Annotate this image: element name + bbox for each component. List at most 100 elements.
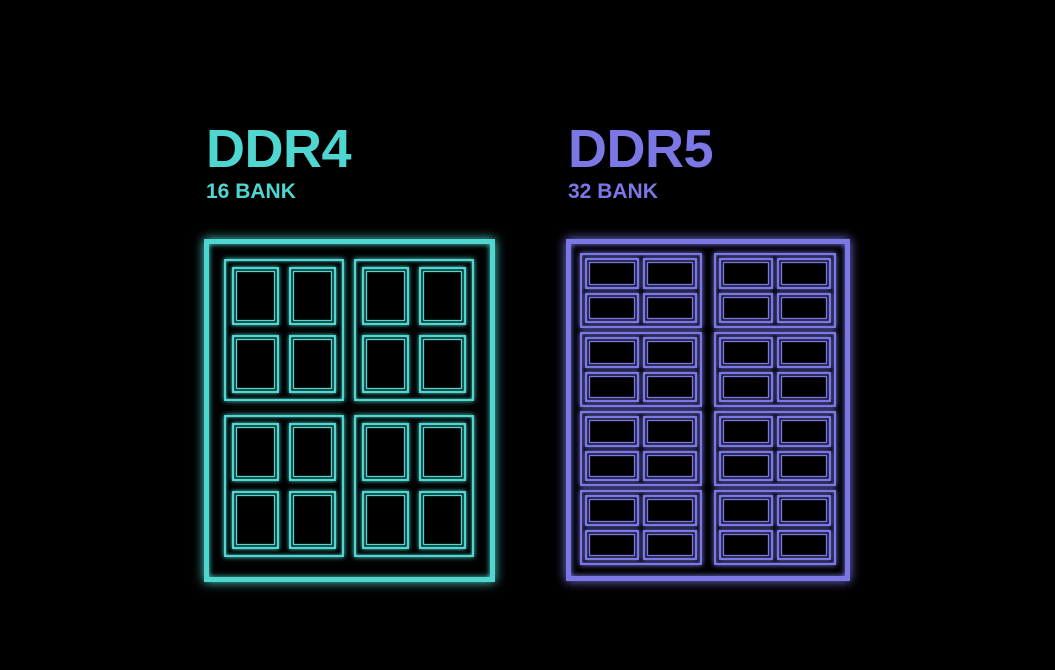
ddr5-bank-inner [723, 296, 769, 319]
ddr5-bank-inner [647, 262, 693, 285]
ddr5-bank-inner [647, 420, 693, 443]
ddr5-bank-inner [723, 499, 769, 522]
ddr5-bank [719, 337, 773, 368]
ddr5-bank-inner [723, 533, 769, 556]
ddr5-bank [719, 371, 773, 402]
ddr5-bank-inner [781, 341, 827, 364]
ddr4-bank [419, 491, 466, 549]
ddr4-bank-inner [293, 495, 332, 545]
ddr5-bank [719, 292, 773, 323]
ddr5-bank [719, 258, 773, 289]
ddr5-bank [643, 258, 697, 289]
ddr5-bank [777, 337, 831, 368]
ddr5-bank-inner [781, 262, 827, 285]
ddr4-bank-inner [293, 427, 332, 477]
ddr5-bank-inner [589, 262, 635, 285]
ddr5-bank-inner [647, 375, 693, 398]
ddr5-bank-group [714, 411, 836, 486]
ddr5-title: DDR5 [568, 119, 714, 179]
ddr4-bank [362, 491, 409, 549]
ddr5-bank-inner [723, 262, 769, 285]
ddr5-bank [777, 292, 831, 323]
ddr5-bank-inner [781, 533, 827, 556]
ddr4-bank-count: 16 BANK [206, 180, 296, 203]
ddr4-bank [419, 267, 466, 325]
ddr5-bank-inner [647, 499, 693, 522]
ddr4-bank-inner [236, 271, 275, 321]
ddr5-bank-inner [647, 296, 693, 319]
ddr5-bank [777, 258, 831, 289]
ddr5-bank-inner [723, 454, 769, 477]
ddr5-bank-group [580, 411, 702, 486]
ddr4-bank [419, 423, 466, 481]
ddr5-bank [719, 416, 773, 447]
ddr5-bank [643, 292, 697, 323]
ddr4-bank-inner [366, 271, 405, 321]
ddr5-bank-inner [647, 533, 693, 556]
ddr4-bank [232, 267, 279, 325]
ddr4-bank [289, 491, 336, 549]
ddr5-bank-inner [647, 341, 693, 364]
ddr4-bank-inner [366, 495, 405, 545]
ddr5-bank-inner [781, 296, 827, 319]
ddr5-bank [719, 529, 773, 560]
ddr4-bank-inner [236, 339, 275, 389]
ddr5-bank-inner [589, 533, 635, 556]
ddr5-bank-inner [723, 341, 769, 364]
ddr5-bank [585, 371, 639, 402]
ddr5-bank-inner [781, 375, 827, 398]
ddr4-bank-inner [293, 339, 332, 389]
ddr5-bank [585, 450, 639, 481]
ddr5-bank-group [580, 490, 702, 565]
ddr4-bank-group [354, 415, 474, 557]
ddr5-bank [585, 495, 639, 526]
ddr5-bank [777, 371, 831, 402]
ddr5-bank-inner [723, 420, 769, 443]
ddr4-bank [362, 267, 409, 325]
ddr5-bank [585, 292, 639, 323]
ddr5-bank [777, 416, 831, 447]
ddr5-bank [643, 416, 697, 447]
ddr5-bank [643, 495, 697, 526]
ddr5-bank-count: 32 BANK [568, 180, 658, 203]
ddr5-bank [643, 371, 697, 402]
ddr4-bank-inner [236, 427, 275, 477]
ddr5-bank-group [580, 332, 702, 407]
ddr5-bank-inner [647, 454, 693, 477]
ddr5-bank [643, 529, 697, 560]
ddr5-bank-group [714, 332, 836, 407]
ddr5-bank-inner [589, 296, 635, 319]
ddr4-bank [289, 335, 336, 393]
ddr4-memory-chip [204, 239, 495, 582]
ddr5-memory-chip [566, 239, 850, 581]
ddr4-bank-inner [236, 495, 275, 545]
ddr4-bank-group [354, 259, 474, 401]
ddr5-bank [643, 450, 697, 481]
ddr5-bank-group [714, 490, 836, 565]
ddr4-bank [289, 267, 336, 325]
ddr5-bank [585, 416, 639, 447]
ddr4-bank-inner [366, 427, 405, 477]
ddr5-bank-inner [589, 420, 635, 443]
ddr5-bank [719, 450, 773, 481]
ddr5-bank-group [580, 253, 702, 328]
ddr5-bank [719, 495, 773, 526]
ddr5-bank-inner [781, 499, 827, 522]
ddr5-bank [585, 529, 639, 560]
ddr5-bank [585, 258, 639, 289]
ddr4-bank [419, 335, 466, 393]
ddr5-bank [777, 450, 831, 481]
ddr4-bank-group [224, 415, 344, 557]
ddr4-bank [232, 335, 279, 393]
ddr4-bank-group [224, 259, 344, 401]
ddr4-bank [362, 423, 409, 481]
ddr5-bank-inner [781, 420, 827, 443]
ddr4-bank-inner [423, 495, 462, 545]
ddr4-bank [232, 423, 279, 481]
ddr4-bank-inner [293, 271, 332, 321]
ddr5-bank-inner [723, 375, 769, 398]
ddr5-bank [777, 529, 831, 560]
ddr4-title: DDR4 [206, 119, 352, 179]
ddr5-bank-inner [589, 454, 635, 477]
ddr4-bank-inner [366, 339, 405, 389]
